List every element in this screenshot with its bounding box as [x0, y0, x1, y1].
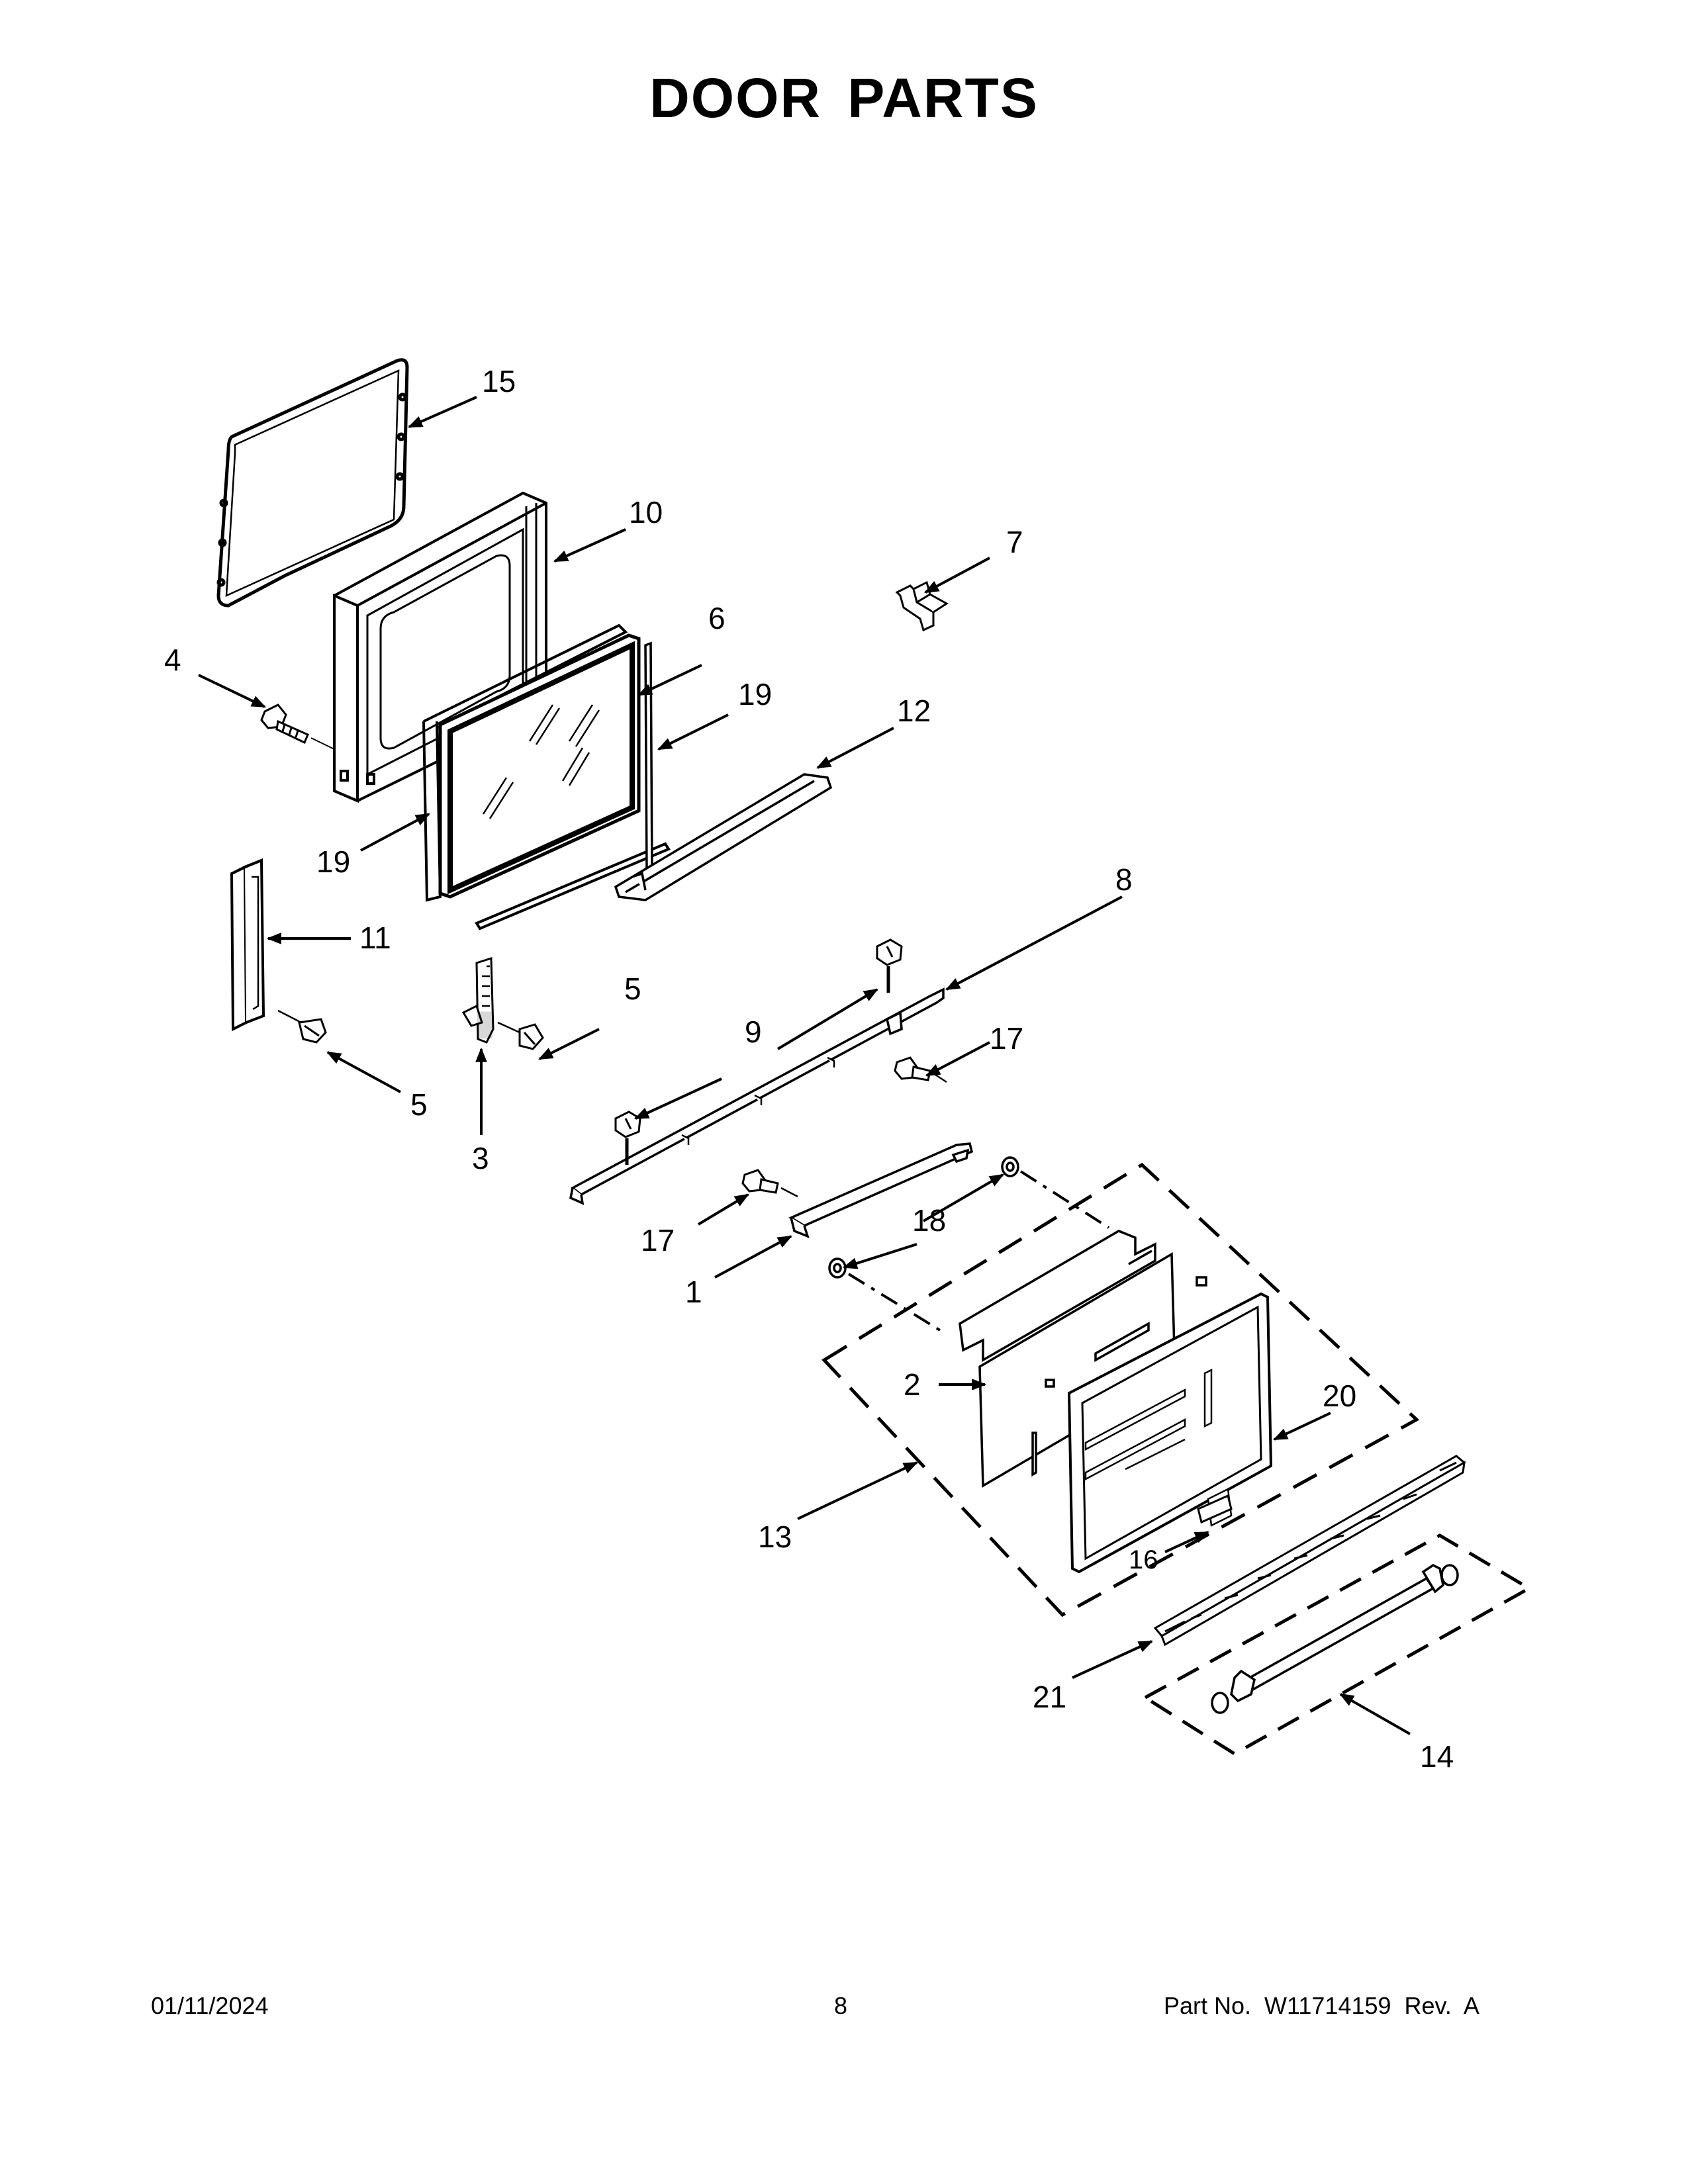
part-14-handle-outline — [1142, 1533, 1533, 1756]
part-4-screw — [260, 704, 335, 750]
callout-5-hinge: 5 — [624, 972, 641, 1006]
footer-part-number: Part No. W11714159 Rev. A — [1164, 1992, 1479, 2019]
callout-8: 8 — [1115, 862, 1133, 897]
part-18-washer-upper — [1001, 1156, 1019, 1177]
part-5-screw-left — [277, 1009, 327, 1044]
callout-7: 7 — [1006, 525, 1023, 559]
callout-17-upper: 17 — [990, 1021, 1023, 1056]
part-13-assembly-outline — [821, 1162, 1420, 1617]
callout-17-lower: 17 — [641, 1223, 675, 1257]
part-9-screw-upper — [876, 938, 903, 993]
callout-6: 6 — [708, 601, 726, 635]
part-20-outer-frame — [1067, 1292, 1273, 1574]
part-11-side-trim — [230, 858, 265, 1032]
part-8-top-bracket — [569, 987, 945, 1205]
callout-19-left: 19 — [316, 844, 350, 879]
callout-10: 10 — [629, 495, 663, 529]
callout-14: 14 — [1420, 1739, 1454, 1774]
footer-page-number: 8 — [834, 1992, 848, 2019]
part-15-gasket — [216, 358, 409, 608]
part-12-vent-channel — [614, 773, 833, 901]
callout-4: 4 — [164, 643, 181, 677]
part-3-hinge — [461, 956, 494, 1044]
part-7-clip — [895, 580, 949, 632]
part-17-screw-lower — [741, 1169, 798, 1198]
callout-18: 18 — [912, 1203, 946, 1238]
footer-date: 01/11/2024 — [151, 1992, 269, 2019]
part-1-lower-bracket — [788, 1142, 974, 1238]
callout-20: 20 — [1323, 1379, 1356, 1413]
callout-5-left: 5 — [410, 1087, 428, 1122]
part-18-washer-lower — [828, 1257, 847, 1279]
callout-19-right: 19 — [738, 677, 772, 711]
part-6-door-glass — [438, 633, 641, 899]
page-title: DOOR PARTS — [649, 67, 1039, 129]
callout-3: 3 — [472, 1141, 489, 1175]
callout-2: 2 — [904, 1367, 921, 1402]
callout-16: 16 — [1129, 1545, 1158, 1574]
callout-12: 12 — [897, 694, 931, 728]
part-16-label — [1197, 1494, 1233, 1524]
callout-labels: 15 10 7 4 6 19 12 19 11 8 5 9 5 17 3 17 … — [164, 364, 1454, 1774]
callout-13: 13 — [758, 1520, 792, 1554]
part-5-screw-hinge — [497, 1021, 544, 1050]
dash-dot-guides — [847, 1170, 1110, 1332]
part-9-screw-lower — [614, 1111, 641, 1165]
part-14-handle — [1211, 1563, 1459, 1714]
callout-9: 9 — [745, 1015, 762, 1049]
callout-11: 11 — [359, 921, 391, 955]
callout-1: 1 — [685, 1275, 702, 1309]
part-21-vent-strip — [1153, 1455, 1466, 1647]
callout-21: 21 — [1033, 1680, 1066, 1714]
part-19-glass-seal-right — [644, 641, 653, 874]
leader-lines — [198, 396, 1411, 1735]
callout-15: 15 — [482, 364, 516, 398]
